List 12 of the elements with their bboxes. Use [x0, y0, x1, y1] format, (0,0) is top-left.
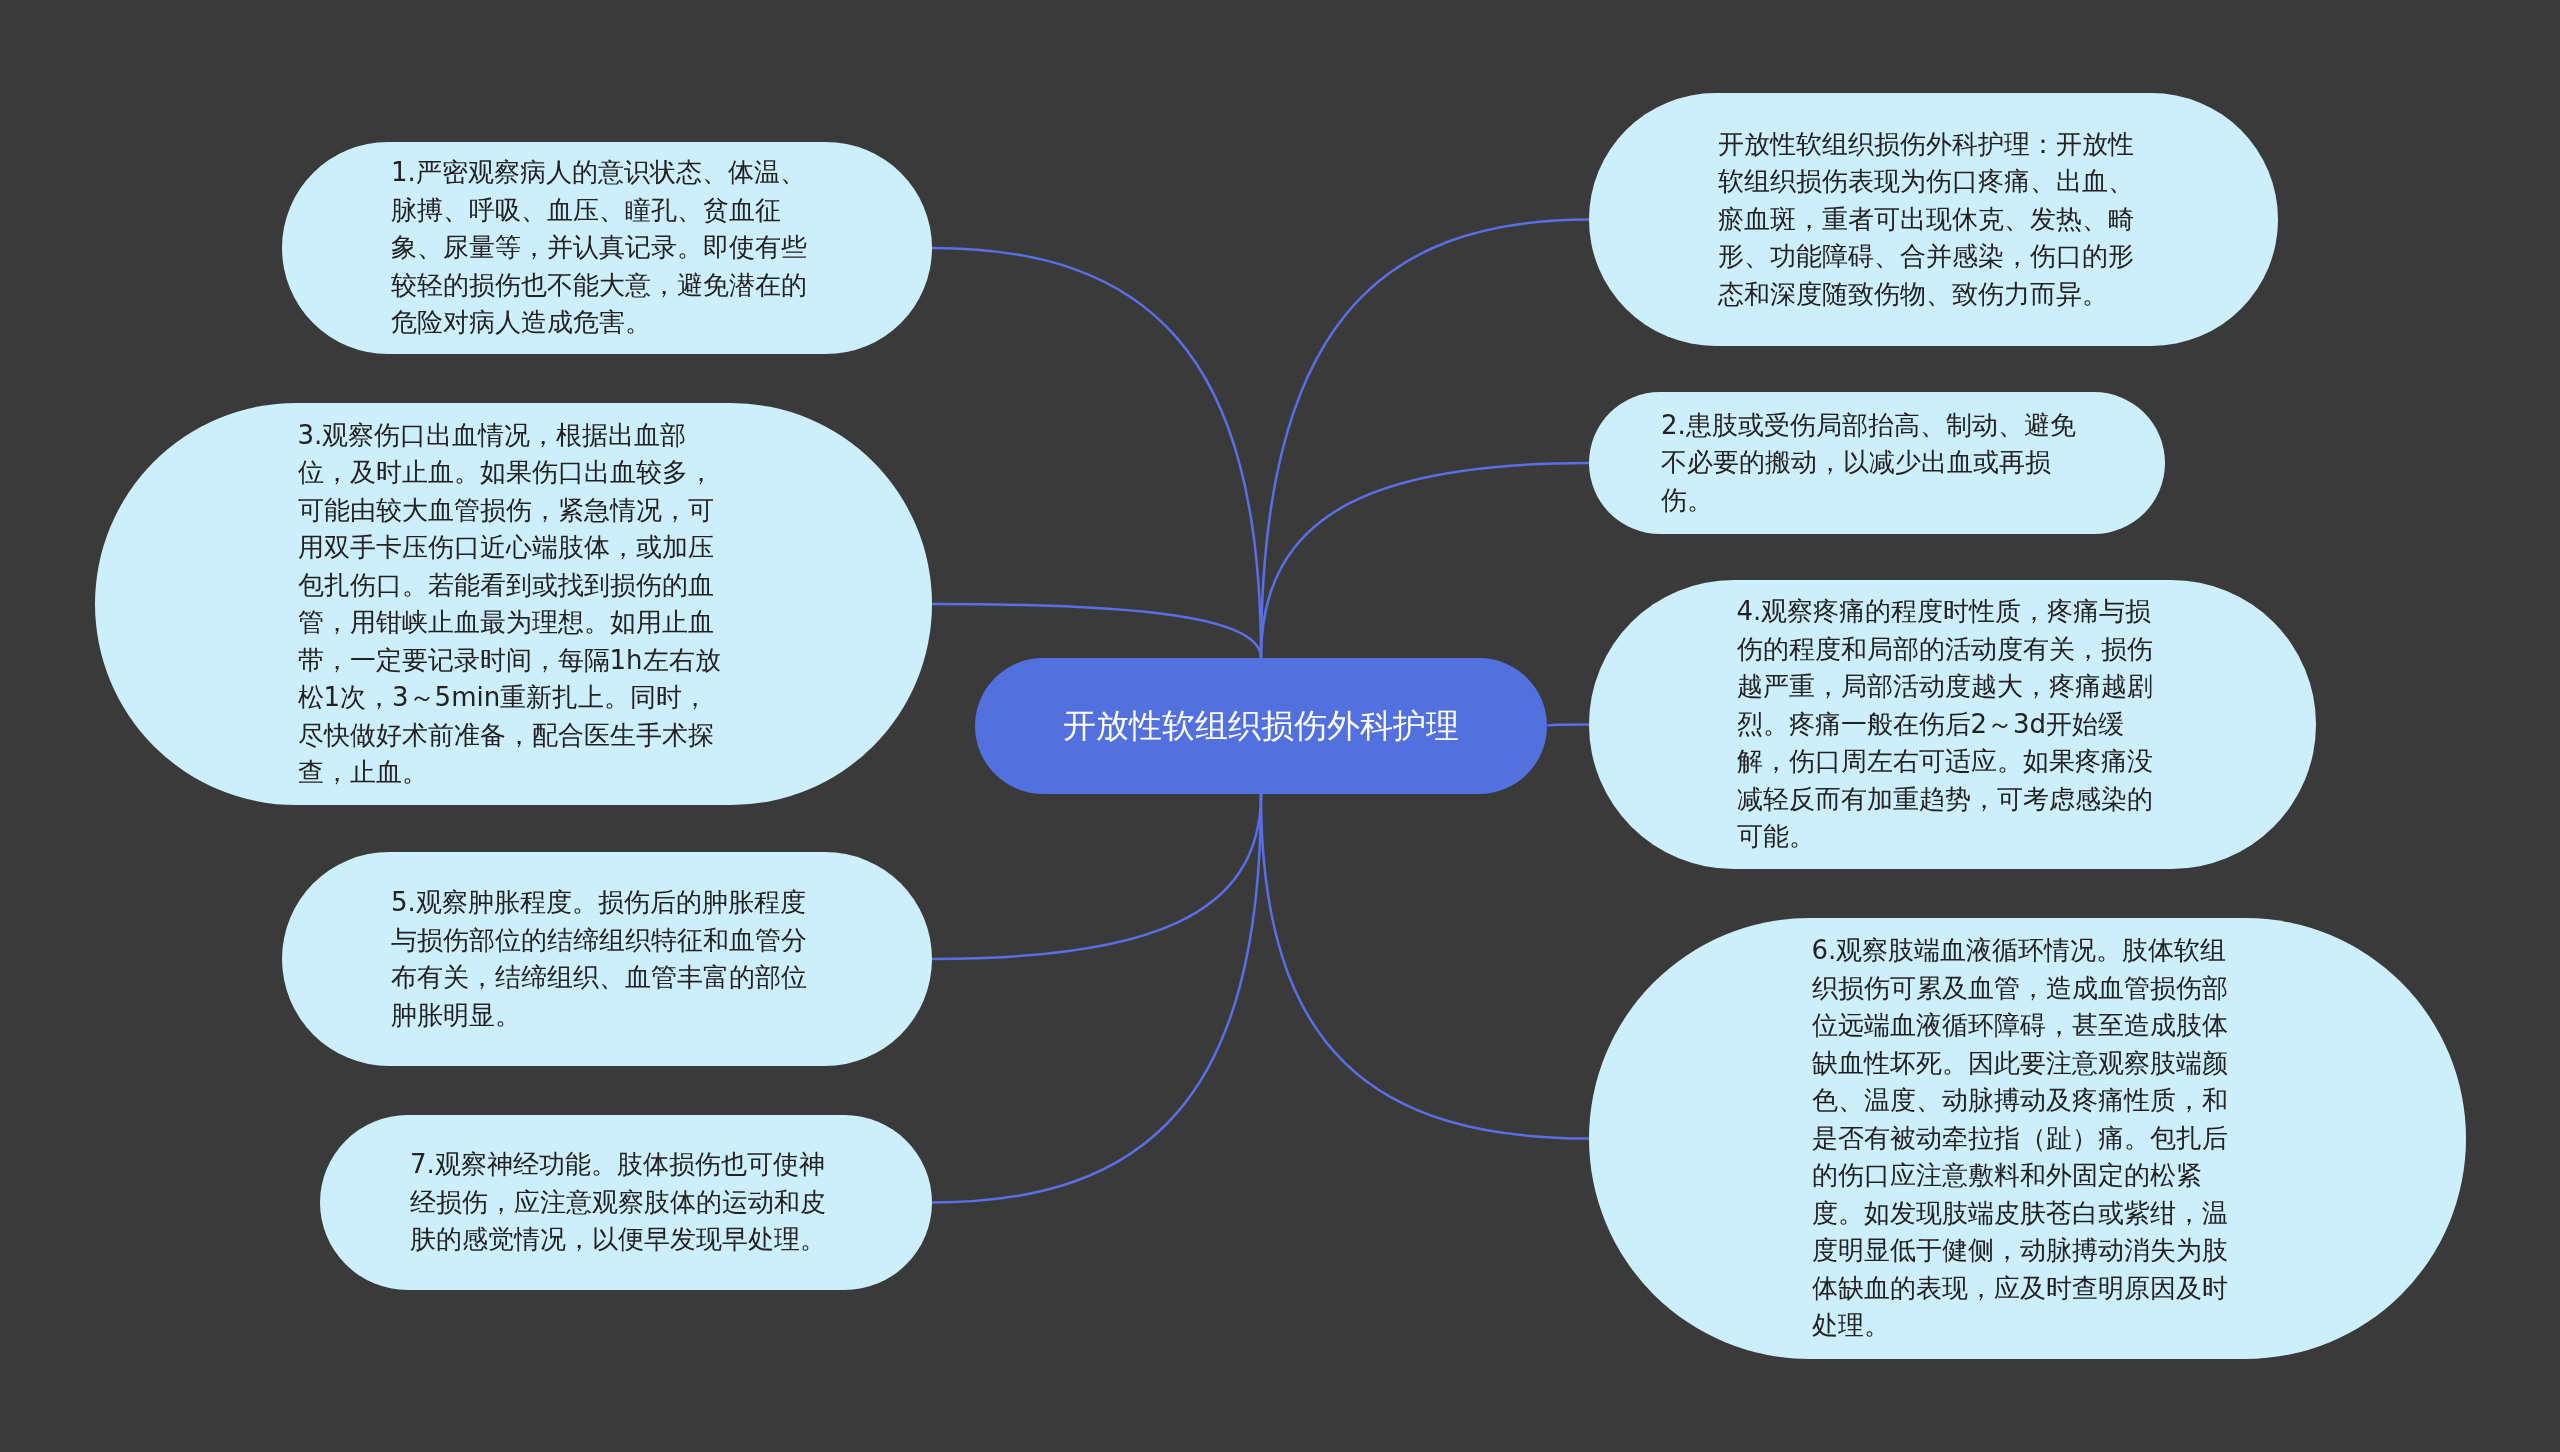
topic-bubble: 7.观察神经功能。肢体损伤也可使神经损伤，应注意观察肢体的运动和皮肤的感觉情况，以便早发现早处理。: [320, 1115, 932, 1290]
topic-bubble: 5.观察肿胀程度。损伤后的肿胀程度与损伤部位的结缔组织特征和血管分布有关，结缔组织、血管丰富的部位肿胀明显。: [282, 852, 932, 1066]
central-topic: 开放性软组织损伤外科护理: [975, 658, 1547, 794]
connector-line: [1259, 461, 1590, 659]
connector-line: [1546, 723, 1589, 728]
topic-bubble: 1.严密观察病人的意识状态、体温、脉搏、呼吸、血压、瞳孔、贫血征象、尿量等，并认真记录。即使有些较轻的损伤也不能大意，避免潜在的危险对病人造成危害。: [282, 142, 932, 354]
topic-bubble: 2.患肢或受伤局部抬高、制动、避免不必要的搬动，以减少出血或再损伤。: [1589, 392, 2165, 534]
topic-bubble: 4.观察疼痛的程度时性质，疼痛与损伤的程度和局部的活动度有关，损伤越严重，局部活动度越大，疼痛越剧烈。疼痛一般在伤后2～3d开始缓解，伤口周左右可适应。如果疼痛没减轻反而有加重趋势，可考虑感染的可能。: [1589, 580, 2316, 869]
connector-line: [1259, 793, 1590, 1140]
topic-bubble: 6.观察肢端血液循环情况。肢体软组织损伤可累及血管，造成血管损伤部位远端血液循环障碍，甚至造成肢体缺血性坏死。因此要注意观察肢端颜色、温度、动脉搏动及疼痛性质，和是否有被动牵拉指（趾）痛。包扎后的伤口应注意敷料和外固定的松紧度。如发现肢端皮肤苍白或紫绀，温度明显低于健侧，动脉搏动消失为肢体缺血的表现，应及时查明原因及时处理。: [1589, 918, 2466, 1359]
topic-bubble: 3.观察伤口出血情况，根据出血部位，及时止血。如果伤口出血较多，可能由较大血管损伤，紧急情况，可用双手卡压伤口近心端肢体，或加压包扎伤口。若能看到或找到损伤的血管，用钳峡止血最为理想。如用止血带，一定要记录时间，每隔1h左右放松1次，3～5min重新扎上。同时，尽快做好术前准备，配合医生手术探查，止血。: [95, 403, 932, 805]
topic-bubble: 开放性软组织损伤外科护理：开放性软组织损伤表现为伤口疼痛、出血、瘀血斑，重者可出现休克、发热、畸形、功能障碍、合并感染，伤口的形态和深度随致伤物、致伤力而异。: [1589, 93, 2278, 346]
